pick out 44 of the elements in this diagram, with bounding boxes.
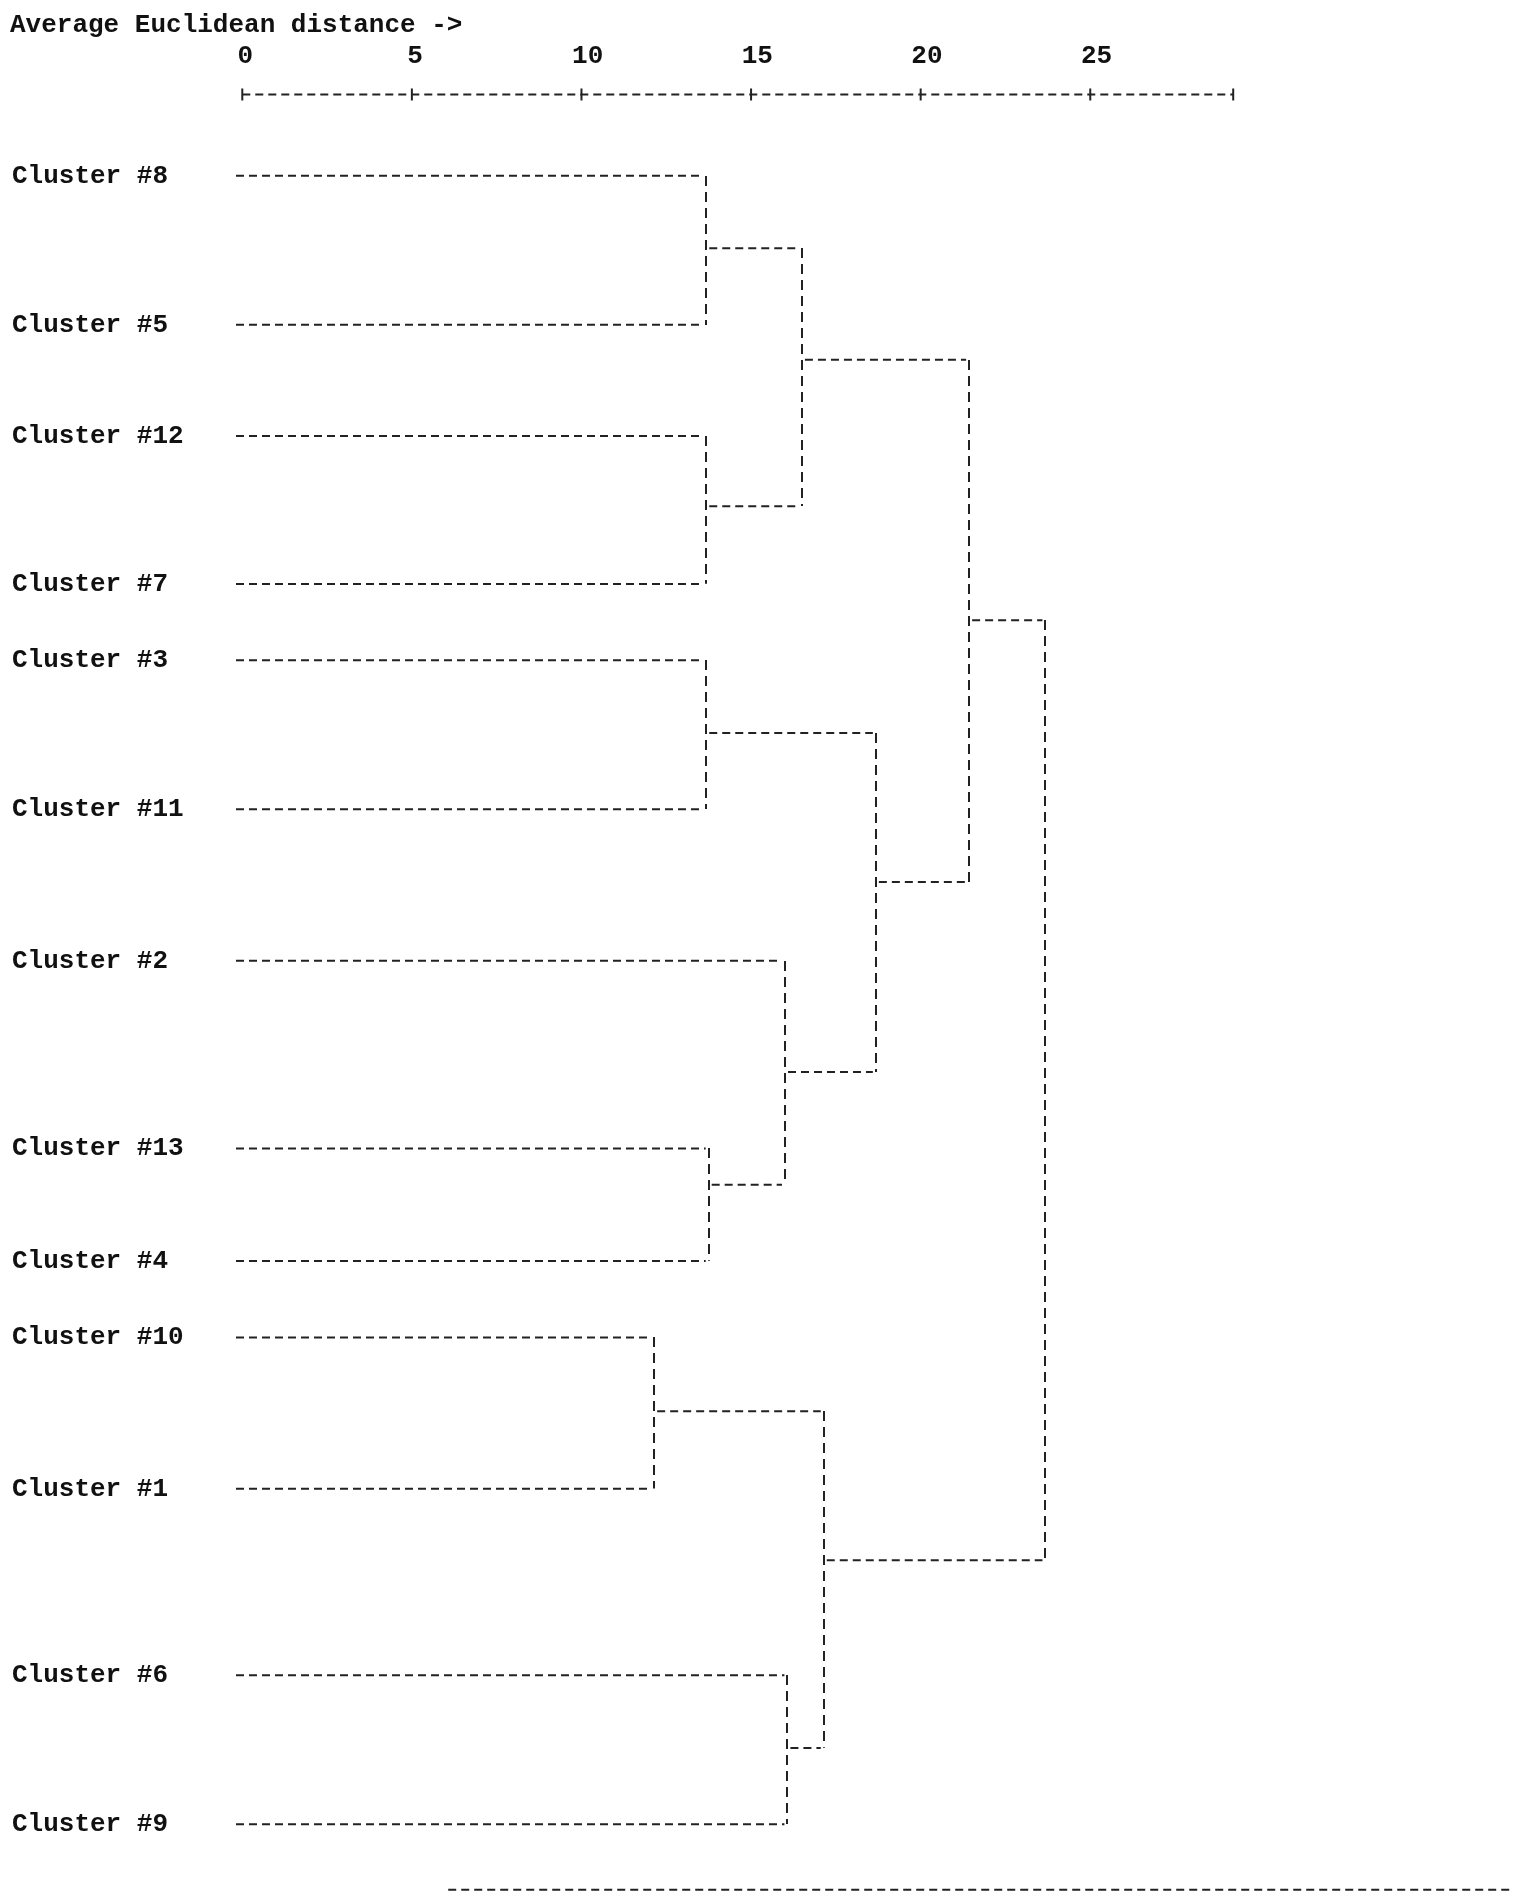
cluster-label: Cluster #9 xyxy=(12,1809,236,1840)
cluster-label: Cluster #8 xyxy=(12,160,236,191)
merge-bar xyxy=(784,1675,791,1825)
cluster-label: Cluster #1 xyxy=(12,1473,236,1504)
merge-bar xyxy=(820,1411,827,1749)
dendrogram-link xyxy=(235,1147,707,1150)
cluster-label: Cluster #6 xyxy=(12,1660,236,1691)
merge-bar xyxy=(1042,620,1049,1561)
dendrogram-link xyxy=(877,880,968,883)
cluster-label: Cluster #4 xyxy=(12,1246,236,1277)
tick-label: 5 xyxy=(407,41,423,72)
dendrogram-link xyxy=(825,1559,1044,1562)
cluster-label: Cluster #13 xyxy=(12,1133,236,1164)
dendrogram-link xyxy=(803,358,968,361)
axis-title: Average Euclidean distance -> xyxy=(10,10,463,40)
dendrogram-link xyxy=(787,1071,874,1074)
merge-bar xyxy=(703,660,710,810)
dendrogram-link xyxy=(656,1410,822,1413)
merge-bar xyxy=(703,175,710,325)
cluster-label: Cluster #7 xyxy=(12,568,236,599)
cluster-label: Cluster #11 xyxy=(12,794,236,825)
cluster-label: Cluster #12 xyxy=(12,421,236,452)
merge-bar xyxy=(705,1148,712,1262)
tick-label: 15 xyxy=(741,41,773,72)
cluster-label: Cluster #10 xyxy=(12,1322,236,1353)
tick-label: 20 xyxy=(911,41,943,72)
merge-bar xyxy=(651,1337,658,1489)
dendrogram-link xyxy=(235,1823,786,1826)
dendrogram-link xyxy=(971,619,1044,622)
dendrogram-link xyxy=(789,1747,822,1750)
merge-bar xyxy=(703,436,710,584)
tick-label: 25 xyxy=(1080,41,1113,72)
tick-label: 10 xyxy=(572,41,604,72)
dendrogram-link xyxy=(710,1183,783,1186)
merge-bar xyxy=(798,248,805,507)
dendrogram-link xyxy=(235,1674,786,1677)
merge-bar xyxy=(966,359,973,882)
merge-bar xyxy=(872,732,879,1073)
tick-label: 0 xyxy=(237,41,254,72)
cluster-label: Cluster #5 xyxy=(12,309,236,340)
cluster-label: Cluster #2 xyxy=(12,945,236,976)
dendrogram-link xyxy=(235,1260,707,1263)
dendrogram-link xyxy=(708,731,874,734)
cluster-label: Cluster #3 xyxy=(12,645,236,676)
